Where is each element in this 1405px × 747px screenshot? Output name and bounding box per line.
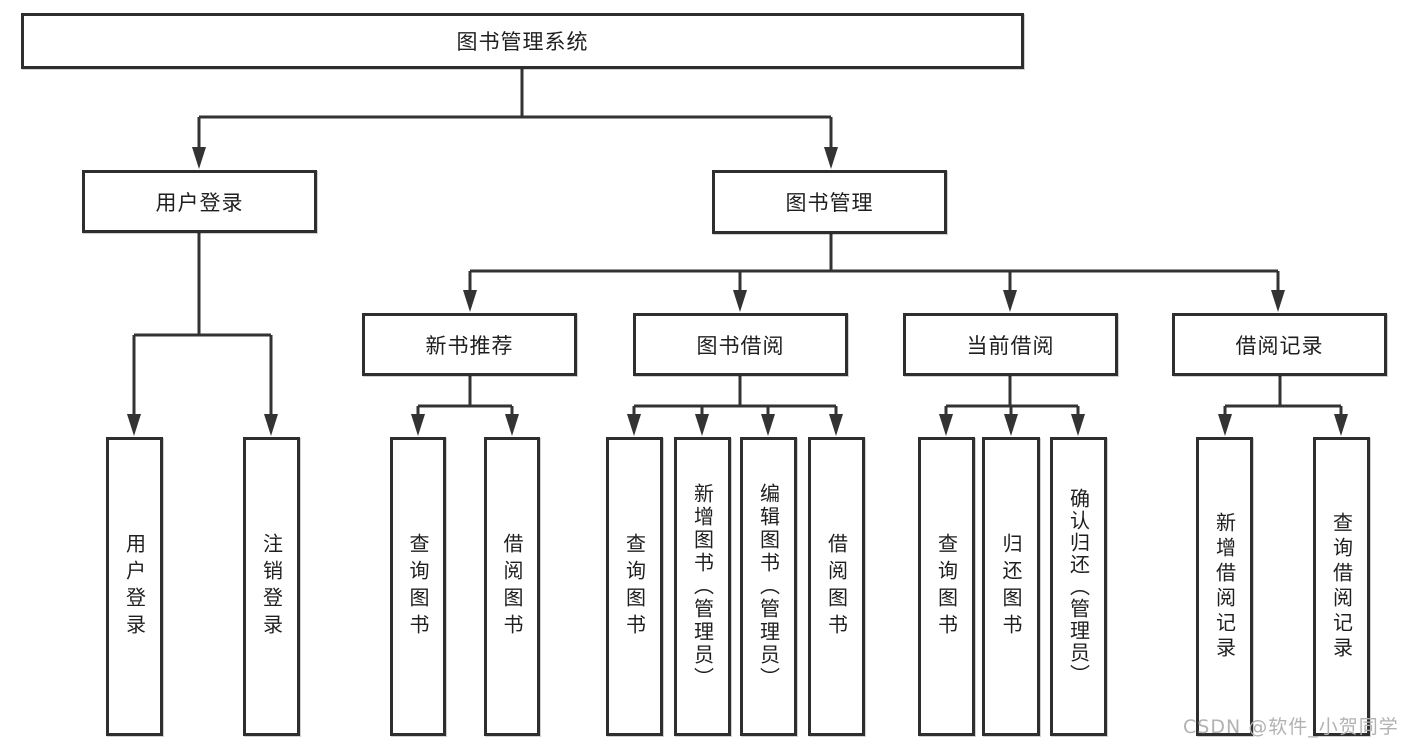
node-nbr-query-book: 查询图书 xyxy=(390,437,446,736)
node-cb-confirm-return-label: 确认归还（管理员） xyxy=(1066,487,1091,686)
node-login: 用户登录 xyxy=(106,437,163,736)
node-bb-query-book: 查询图书 xyxy=(606,437,663,736)
node-cb-query-book-label: 查询图书 xyxy=(934,532,959,641)
node-login-label: 用户登录 xyxy=(122,532,147,641)
node-root: 图书管理系统 xyxy=(21,13,1024,69)
node-cb-return-book-label: 归还图书 xyxy=(999,532,1023,641)
node-user-login-label: 用户登录 xyxy=(155,190,244,215)
node-bb-edit-book-label: 编辑图书（管理员） xyxy=(756,483,781,690)
node-br-add-record: 新增借阅记录 xyxy=(1196,437,1253,736)
node-new-book-rec: 新书推荐 xyxy=(362,313,577,376)
node-book-mgmt-label: 图书管理 xyxy=(785,191,874,215)
node-br-query-record: 查询借阅记录 xyxy=(1313,437,1370,736)
node-logout: 注销登录 xyxy=(243,437,300,736)
node-bb-borrow-book: 借阅图书 xyxy=(808,437,865,736)
node-current-borrow: 当前借阅 xyxy=(903,313,1118,376)
node-cb-query-book: 查询图书 xyxy=(918,437,975,736)
node-book-mgmt: 图书管理 xyxy=(712,170,947,234)
node-book-borrow-label: 图书借阅 xyxy=(696,333,785,358)
node-cb-confirm-return: 确认归还（管理员） xyxy=(1050,437,1107,736)
node-root-label: 图书管理系统 xyxy=(456,30,589,54)
node-book-borrow: 图书借阅 xyxy=(633,313,848,376)
csdn-watermark: CSDN @软件_小贺同学 xyxy=(1183,716,1399,738)
node-bb-query-book-label: 查询图书 xyxy=(622,532,647,641)
node-cb-return-book: 归还图书 xyxy=(982,437,1040,736)
node-br-query-record-label: 查询借阅记录 xyxy=(1329,511,1354,662)
node-logout-label: 注销登录 xyxy=(259,532,284,641)
node-bb-edit-book: 编辑图书（管理员） xyxy=(740,437,797,736)
node-user-login: 用户登录 xyxy=(82,170,317,233)
node-bb-add-book-label: 新增图书（管理员） xyxy=(690,483,715,690)
node-nbr-query-book-label: 查询图书 xyxy=(406,532,430,641)
node-bb-borrow-book-label: 借阅图书 xyxy=(824,532,849,641)
node-borrow-record-label: 借阅记录 xyxy=(1235,333,1324,358)
node-current-borrow-label: 当前借阅 xyxy=(966,333,1055,358)
node-new-book-rec-label: 新书推荐 xyxy=(425,333,514,358)
node-br-add-record-label: 新增借阅记录 xyxy=(1212,511,1237,662)
node-borrow-record: 借阅记录 xyxy=(1172,313,1387,376)
node-bb-add-book: 新增图书（管理员） xyxy=(674,437,731,736)
node-nbr-borrow-book: 借阅图书 xyxy=(484,437,540,736)
node-nbr-borrow-book-label: 借阅图书 xyxy=(500,532,524,641)
